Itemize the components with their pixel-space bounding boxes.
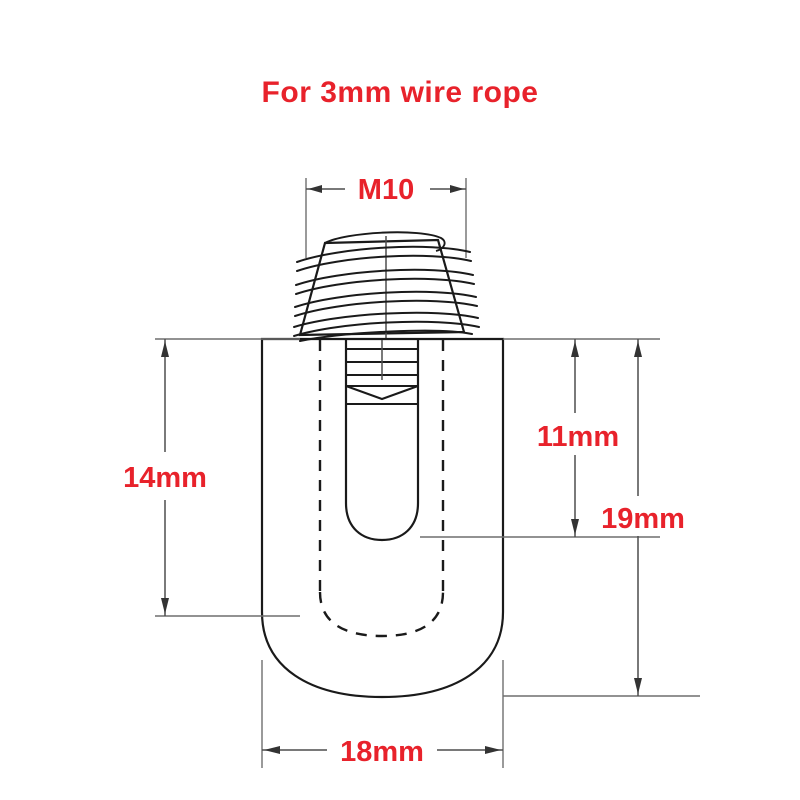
stud-thread-4a: [293, 311, 479, 328]
body-outline: [260, 337, 505, 699]
hidden-edge-bottom-arc: [318, 591, 445, 638]
dimension-19mm: 19mm: [503, 339, 700, 697]
gripper-body: [260, 337, 505, 699]
bore-outline: [344, 340, 420, 542]
w18-arrow-right: [485, 746, 501, 754]
stud-thread-4b: [293, 320, 480, 337]
h19-arrow-top: [634, 341, 642, 357]
dimension-18mm: 18mm: [261, 660, 504, 768]
h19-label: 19mm: [601, 503, 685, 535]
internal-bore: [344, 340, 420, 542]
h14-arrow-top: [161, 341, 169, 357]
threaded-stud: [293, 231, 480, 342]
h11-label: 11mm: [537, 421, 619, 453]
hidden-edges: [318, 340, 445, 638]
stud-thread-2a: [295, 268, 474, 286]
stud-thread-3b: [294, 299, 478, 317]
m10-arrow-left: [308, 185, 322, 193]
dimension-14mm: 14mm: [123, 338, 300, 617]
drawing-title: For 3mm wire rope: [262, 76, 539, 109]
dimension-11mm: 11mm: [420, 338, 660, 538]
h19-arrow-bottom: [634, 678, 642, 694]
stud-thread-1a: [296, 245, 471, 263]
h14-arrow-bottom: [161, 598, 169, 614]
stud-thread-1b: [296, 254, 472, 272]
w18-arrow-left: [264, 746, 280, 754]
dimension-m10: M10: [305, 174, 467, 258]
bore-chamfer-v: [345, 385, 419, 401]
m10-label: M10: [358, 174, 414, 206]
w18-label: 18mm: [340, 736, 424, 768]
stud-thread-2b: [295, 277, 475, 295]
stud-thread-3a: [294, 290, 477, 308]
h11-arrow-bottom: [571, 519, 579, 535]
h14-label: 14mm: [123, 462, 207, 494]
h11-arrow-top: [571, 341, 579, 357]
m10-arrow-right: [450, 185, 464, 193]
